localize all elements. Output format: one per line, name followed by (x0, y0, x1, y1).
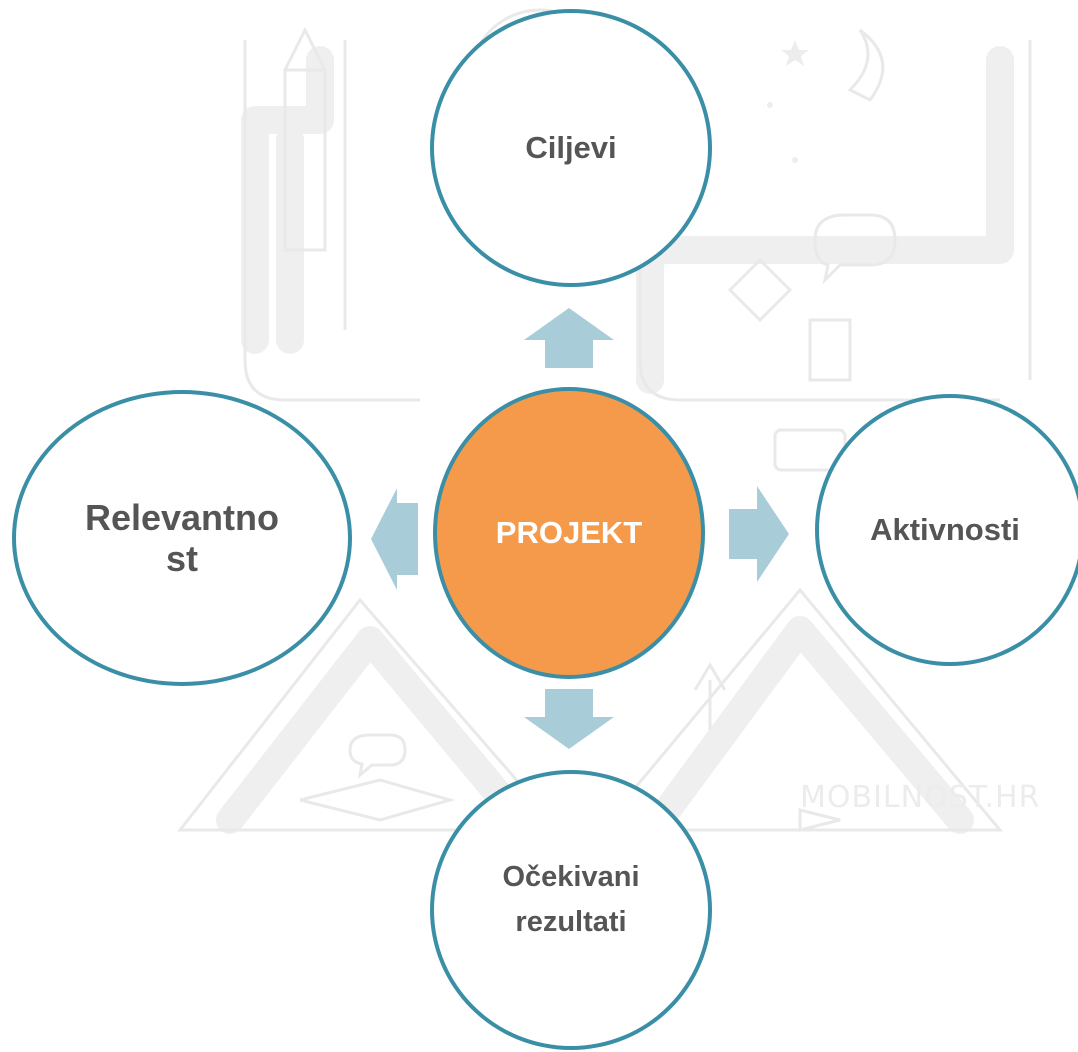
goals-node: Ciljevi (430, 9, 712, 287)
expected-results-node: Očekivani rezultati (430, 770, 712, 1050)
activities-label: Aktivnosti (870, 511, 1020, 547)
project-node: PROJEKT (433, 387, 705, 679)
relevance-label: Relevantno st (84, 496, 280, 579)
arrow-up (524, 308, 614, 368)
arrow-down (524, 689, 614, 749)
expected-results-label: Očekivani rezultati (502, 861, 640, 938)
watermark-text: MOBILNOST.HR (800, 780, 1041, 815)
relevance-node: Relevantno st (12, 390, 352, 686)
arrow-right (729, 486, 789, 582)
arrow-left (371, 488, 418, 590)
project-label: PROJEKT (495, 514, 643, 550)
goals-label: Ciljevi (525, 129, 617, 165)
activities-node: Aktivnosti (815, 394, 1078, 666)
